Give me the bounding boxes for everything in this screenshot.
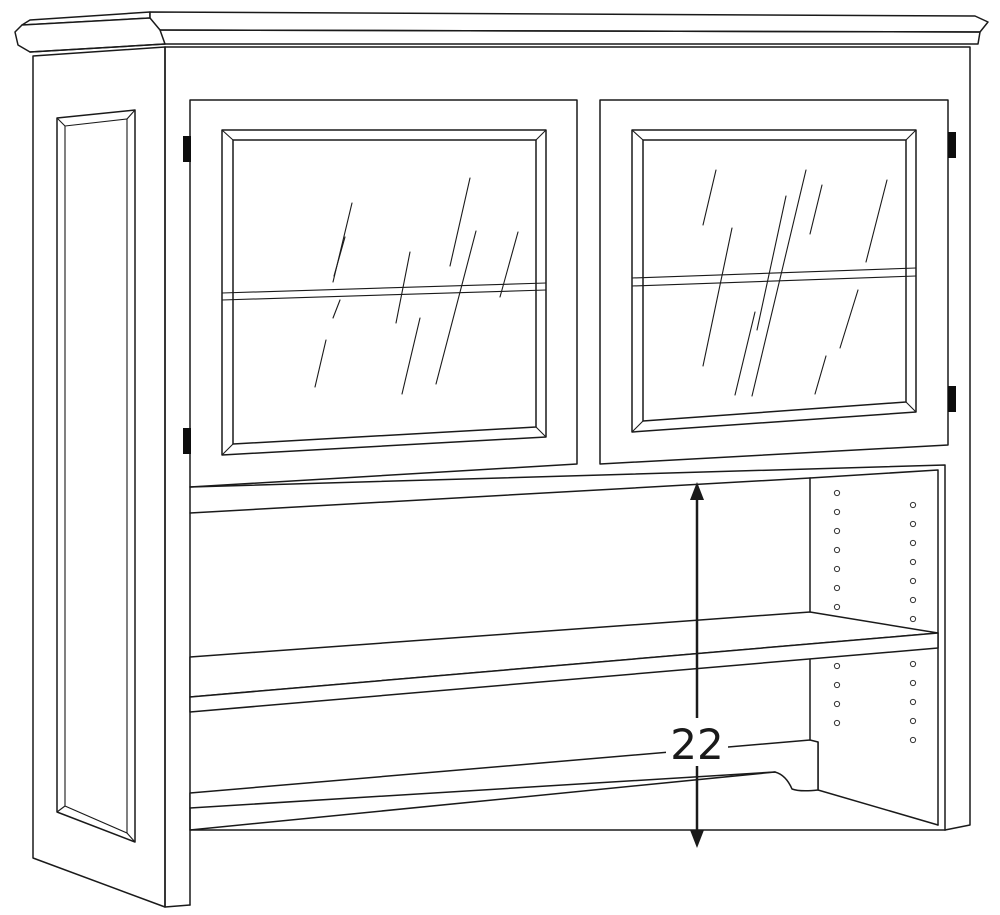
dimension-arrow-down xyxy=(690,830,704,848)
shelf-pin-hole xyxy=(833,527,841,535)
hinge-upper-left xyxy=(183,136,191,162)
dimension-height-label: 22 xyxy=(670,720,723,769)
left-glass-reflection xyxy=(314,177,519,395)
shelf-pin-hole xyxy=(909,698,917,706)
hinge-lower-right xyxy=(948,386,956,412)
shelf-pin-hole xyxy=(909,736,917,744)
shelf-pin-hole xyxy=(909,679,917,687)
shelf-pin-hole xyxy=(833,719,841,727)
shelf-pin-hole xyxy=(909,615,917,623)
shelf-pin-hole xyxy=(833,565,841,573)
shelf-pin-hole xyxy=(909,520,917,528)
shelf-pin-hole xyxy=(909,558,917,566)
shelf-pin-hole xyxy=(833,603,841,611)
shelf-pin-hole xyxy=(909,660,917,668)
hinge-lower-left xyxy=(183,428,191,454)
shelf-pin-hole xyxy=(833,508,841,516)
shelf-pin-hole xyxy=(833,681,841,689)
shelf-pin-hole xyxy=(833,584,841,592)
left-side-panel xyxy=(32,46,166,908)
shelf-pin-hole xyxy=(833,489,841,497)
dimension-arrow-up xyxy=(690,482,704,500)
right-glass-reflection xyxy=(702,169,888,397)
bottom-valance xyxy=(189,739,946,831)
shelf-pin-hole xyxy=(909,596,917,604)
shelf-pin-hole xyxy=(909,539,917,547)
hinge-upper-right xyxy=(948,132,956,158)
middle-shelf xyxy=(189,611,939,713)
left-glass-door xyxy=(189,99,578,488)
shelf-pin-hole xyxy=(909,501,917,509)
crown-molding xyxy=(14,11,989,53)
shelf-pin-holes xyxy=(833,489,917,744)
height-dimension: 22 xyxy=(666,482,728,848)
shelf-pin-hole xyxy=(833,700,841,708)
open-shelf-area xyxy=(189,464,946,831)
right-glass-door xyxy=(599,99,949,465)
shelf-pin-hole xyxy=(833,546,841,554)
shelf-pin-hole xyxy=(833,662,841,670)
shelf-pin-hole xyxy=(909,717,917,725)
hinges xyxy=(183,132,956,454)
shelf-pin-hole xyxy=(909,577,917,585)
